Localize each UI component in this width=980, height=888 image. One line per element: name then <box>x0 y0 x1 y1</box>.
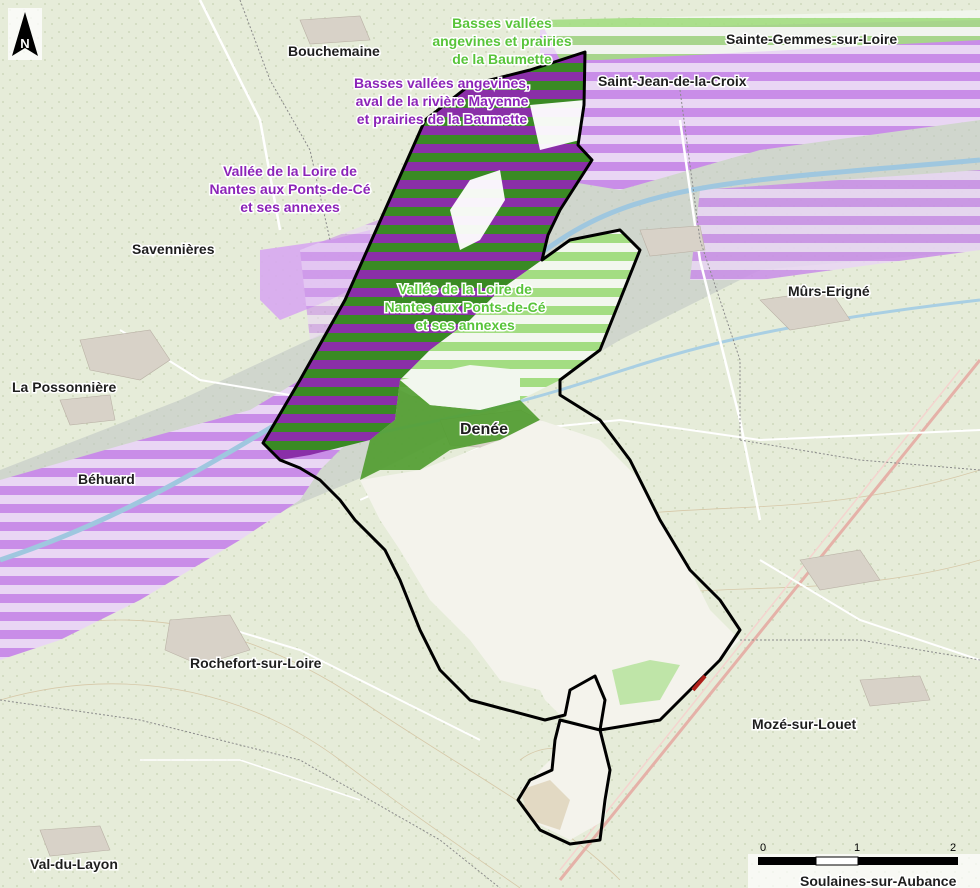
zone-label-loire-green-3: et ses annexes <box>415 317 515 333</box>
zone-label-loire-green-1: Vallée de la Loire de <box>398 281 532 297</box>
north-label: N <box>20 36 29 51</box>
denee-commune-boundary <box>261 50 742 846</box>
zone-label-mayenne-3: et prairies de la Baumette <box>357 111 528 127</box>
zone-label-green-top-1: Basses vallées <box>452 15 552 31</box>
zone-label-mayenne-1: Basses vallées angevines, <box>354 75 530 91</box>
commune-soulaines: Soulaines-sur-Aubance <box>800 873 957 888</box>
commune-saint-jean: Saint-Jean-de-la-Croix <box>598 73 747 89</box>
zone-label-green-top-3: de la Baumette <box>452 51 552 67</box>
zone-label-loire-purple-1: Vallée de la Loire de <box>223 163 357 179</box>
railway-marker <box>691 674 707 692</box>
scale-tick-1: 1 <box>854 842 860 854</box>
zone-label-mayenne-2: aval de la rivière Mayenne <box>356 93 529 109</box>
commune-behuard: Béhuard <box>78 471 135 487</box>
zone-label-loire-purple-2: Nantes aux Ponts-de-Cé <box>209 181 370 197</box>
scale-bar: 0 1 2 <box>748 842 980 888</box>
commune-labels: Bouchemaine Sainte-Gemmes-sur-Loire Sain… <box>11 30 959 888</box>
scale-tick-0: 0 <box>760 842 766 854</box>
zone-label-green-top-2: angevines et prairies <box>432 33 572 49</box>
commune-bouchemaine: Bouchemaine <box>288 43 380 59</box>
commune-val-du-layon: Val-du-Layon <box>30 856 118 872</box>
commune-rochefort: Rochefort-sur-Loire <box>190 655 322 671</box>
commune-savennieres: Savennières <box>132 241 215 257</box>
commune-denee: Denée <box>460 421 508 438</box>
zone-label-loire-green-2: Nantes aux Ponts-de-Cé <box>384 299 545 315</box>
commune-murs-erigne: Mûrs-Erigné <box>788 283 870 299</box>
scale-tick-2: 2 <box>950 842 956 854</box>
commune-moze: Mozé-sur-Louet <box>752 716 857 732</box>
commune-la-possonniere: La Possonnière <box>12 379 116 395</box>
north-arrow-icon: N <box>8 8 42 60</box>
commune-sainte-gemmes: Sainte-Gemmes-sur-Loire <box>726 31 897 47</box>
natura-green-top <box>540 10 980 60</box>
zone-labels: Basses vallées angevines et prairies de … <box>208 14 573 335</box>
zone-label-loire-purple-3: et ses annexes <box>240 199 340 215</box>
